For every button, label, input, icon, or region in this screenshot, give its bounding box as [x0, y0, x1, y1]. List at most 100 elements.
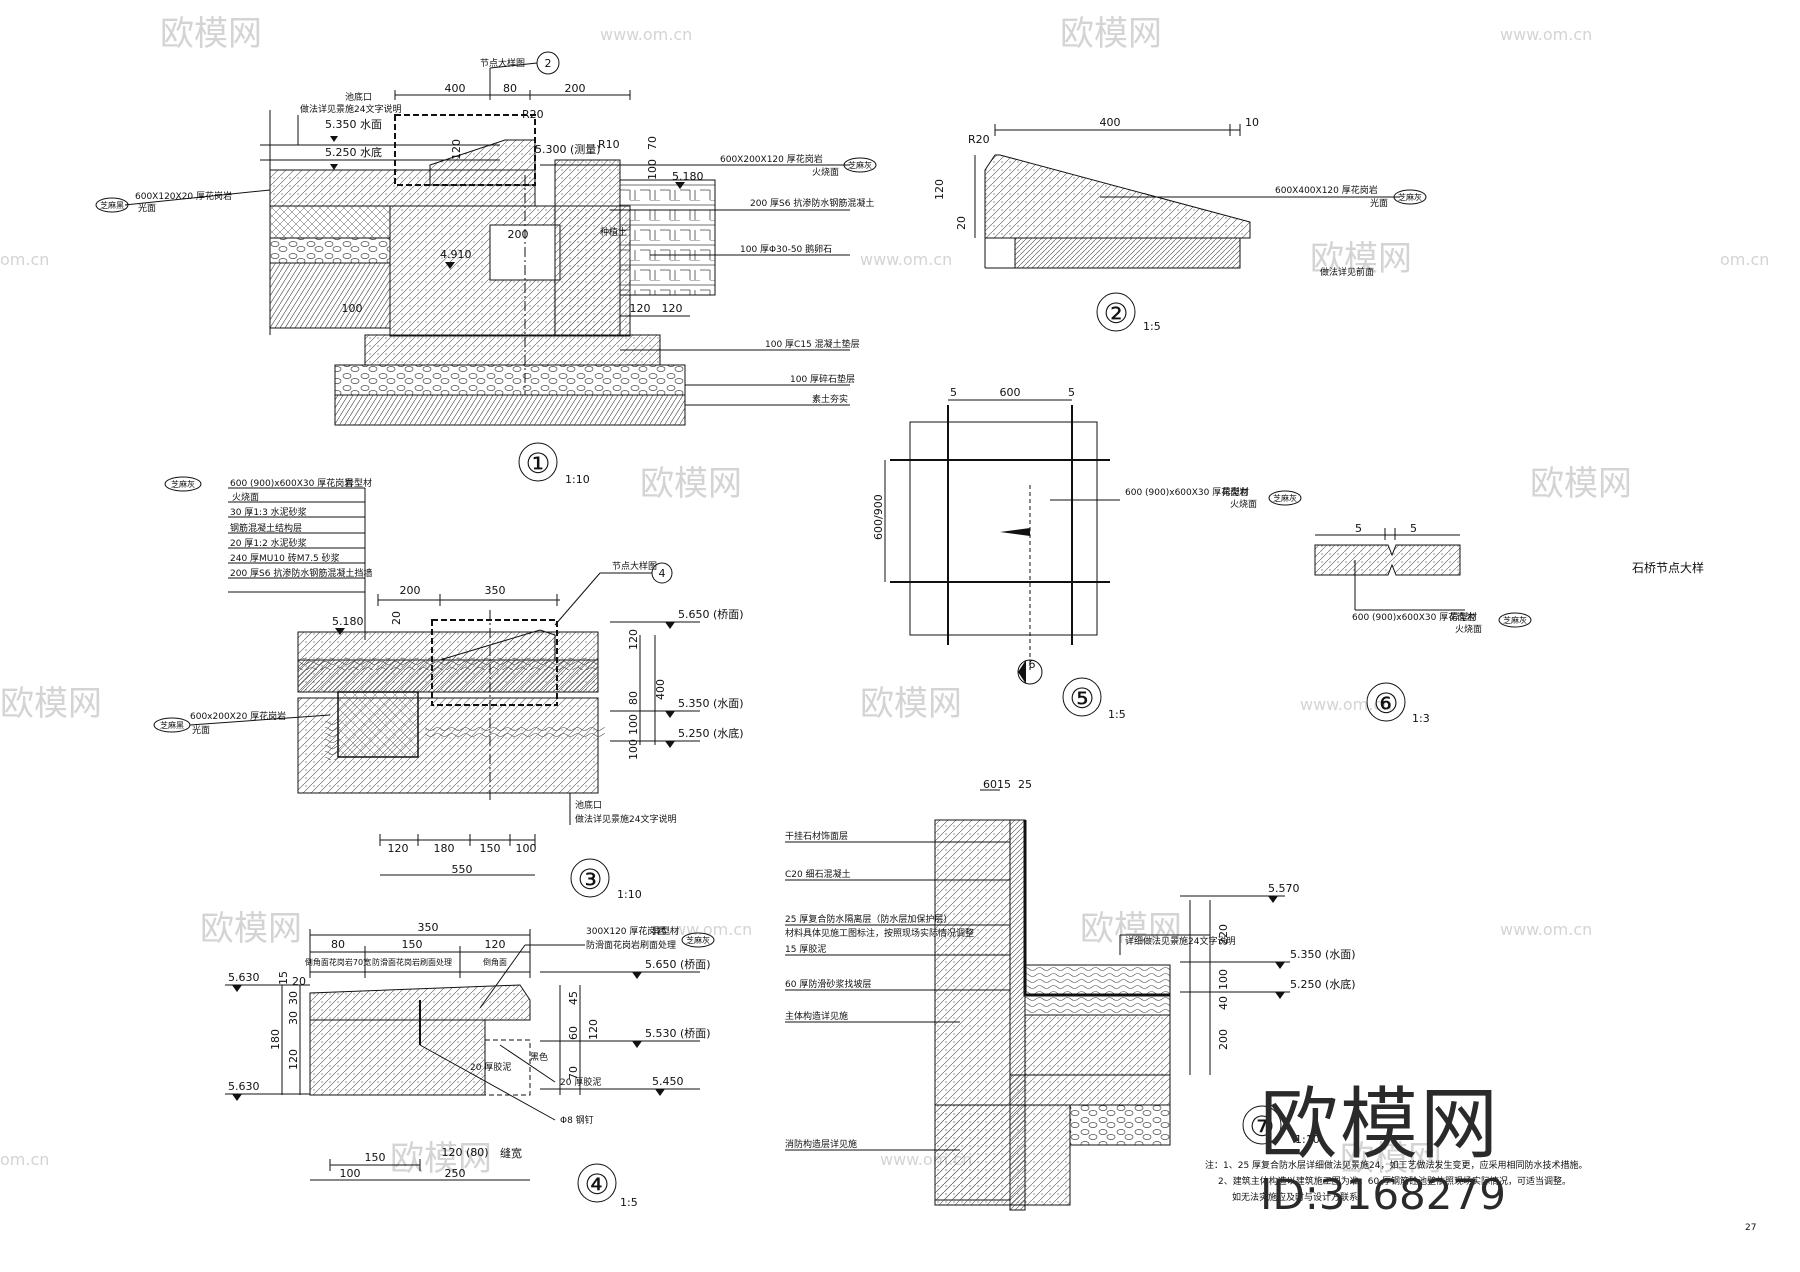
d1-note-pebble: 100 厚Φ30-50 鹅卵石	[740, 243, 832, 255]
svg-text:www.om.cn: www.om.cn	[1500, 920, 1592, 939]
detail-3: 600 (900)x600X30 厚花岗岩 火烧面 30 厚1:3 水泥砂浆 钢…	[153, 476, 744, 901]
page-number: 27	[1745, 1223, 1756, 1233]
d5-dim-4: 600/900	[872, 494, 885, 540]
d4-elev-left-bot: 5.630	[228, 1080, 260, 1093]
d6-dim-2: 5	[1410, 522, 1417, 535]
d3-note-granite: 600x200X20 厚花岗岩	[190, 710, 286, 722]
d4-elev-left-top: 5.630	[228, 971, 260, 984]
d7-dim-r-4: 200	[1217, 1029, 1230, 1050]
d1-note-granite-1: 600X120X20 厚花岗岩	[135, 190, 232, 202]
d1-elev-4910: 4.910	[440, 248, 472, 261]
d4-note-antislip: 防滑面花岗岩刷面处理	[586, 939, 676, 951]
d3-dim-b-3: 150	[480, 842, 501, 855]
svg-text:欧模网: 欧模网	[0, 684, 102, 724]
d3-dim-s-3: 100	[627, 714, 640, 735]
d3-note-face: 光面	[192, 724, 210, 736]
d6-note-type: 异型材	[1450, 611, 1477, 623]
svg-text:欧模网: 欧模网	[1310, 239, 1412, 279]
d3-layer-2: 火烧面	[232, 491, 259, 503]
d3-type: 异型材	[345, 477, 372, 489]
d7-dim-top-1: 60	[983, 778, 997, 791]
wm-6: www.om.cn	[860, 250, 952, 269]
d3-dim-s-total: 400	[654, 679, 667, 700]
d3-elev-bridge: 5.650 (桥面)	[678, 608, 744, 621]
d4-dim-l-3: 30	[287, 1011, 300, 1025]
d6-note-granite: 600 (900)x600X30 厚花岗岩	[1352, 611, 1475, 623]
d2-dim-4: 20	[955, 216, 968, 230]
d4-dim-b-word: 缝宽	[500, 1146, 522, 1160]
svg-text:欧模网: 欧模网	[1080, 909, 1182, 949]
d4-dim-r-4: 120	[587, 1019, 600, 1040]
detail-7: 60 15 25 干挂石材饰面层 C20 细石混凝土 25 厚复合防水隔离层（防…	[785, 778, 1588, 1211]
sheet-title: 石桥节点大样	[1632, 560, 1704, 575]
d7-marker: ⑦	[1249, 1110, 1274, 1143]
d4-row-3: 倒角面	[483, 957, 507, 967]
d1-dim-8: 120	[630, 302, 651, 315]
wm-17: www.om.cn	[1500, 920, 1592, 939]
wm-11: 欧模网	[0, 684, 102, 724]
svg-text:欧模网: 欧模网	[860, 684, 962, 724]
d1-elev-bottom: 5.250 水底	[325, 145, 382, 159]
d1-dim-2: 80	[503, 82, 517, 95]
d4-row-1: 倒角面花岗岩70宽	[305, 957, 371, 967]
d4-elev-bridge-2: 5.530 (桥面)	[645, 1027, 711, 1040]
d6-dim-1: 5	[1355, 522, 1362, 535]
d3-layer-3: 30 厚1:3 水泥砂浆	[230, 506, 307, 518]
d3-note-color: 芝麻黑	[160, 720, 184, 730]
d1-note-granite-2: 600X200X120 厚花岗岩	[720, 153, 823, 165]
d7-note-1: 注：1、25 厚复合防水层详细做法见景施24，如工艺做法发生变更，应采用相同防水…	[1205, 1159, 1588, 1171]
d5-note-face: 火烧面	[1230, 498, 1257, 510]
d7-dim-r-3: 40	[1217, 996, 1230, 1010]
d6-note-color: 芝麻灰	[1503, 615, 1527, 625]
d4-dim-l-6: 20	[292, 975, 306, 988]
d1-note-finish-2: 芝麻灰	[848, 160, 872, 170]
d3-elev-water: 5.350 (水面)	[678, 697, 744, 710]
d7-layer-8: 消防构造层详见施	[785, 1138, 857, 1150]
d4-note-type: 异型材	[652, 925, 679, 937]
d4-dim-r-3: 70	[567, 1066, 580, 1080]
d7-scale: 1:10	[1295, 1133, 1320, 1146]
d7-layer-5: 15 厚胶泥	[785, 943, 826, 955]
d1-note-c15: 100 厚C15 混凝土垫层	[765, 338, 860, 350]
d3-callout-no: 4	[659, 567, 666, 580]
d7-note-3: 如无法实施应及时与设计方联系。	[1232, 1191, 1367, 1203]
d3-note-nodal: 节点大样图	[612, 560, 657, 572]
wm-4: www.om.cn	[1500, 25, 1592, 44]
d4-elev-5450: 5.450	[652, 1075, 684, 1088]
d4-dim-r-1: 45	[567, 991, 580, 1005]
d4-dim-b-1: 150	[365, 1151, 386, 1164]
wm-16: 欧模网	[1080, 909, 1182, 949]
d1-dim-5: 70	[646, 136, 659, 150]
d3-dim-b-2: 180	[434, 842, 455, 855]
wm-5: om.cn	[0, 250, 49, 269]
d4-note-color: 芝麻灰	[686, 935, 710, 945]
detail-1: 400 80 200 R20 R10 120 70 100 200 120 12…	[95, 51, 877, 486]
d1-radius-1: R20	[522, 108, 544, 121]
wm-3: 欧模网	[1060, 14, 1162, 54]
d7-dim-r-1: 220	[1217, 924, 1230, 945]
d1-marker: ①	[525, 447, 550, 480]
d5-dim-2: 600	[1000, 386, 1021, 399]
d1-note-pool: 池底口	[345, 91, 372, 103]
d1-note-face-1: 光面	[138, 202, 156, 214]
d2-note-granite: 600X400X120 厚花岗岩	[1275, 184, 1378, 196]
svg-text:www.om.cn: www.om.cn	[860, 250, 952, 269]
d3-scale: 1:10	[617, 888, 642, 901]
d1-dim-7: 200	[508, 228, 529, 241]
d4-dim-b-text: 120 (80)	[441, 1146, 488, 1159]
d3-dim-s-2: 80	[627, 691, 640, 705]
d3-dim-b-1: 120	[388, 842, 409, 855]
svg-text:欧模网: 欧模网	[640, 464, 742, 504]
wm-19: 欧模网	[390, 1139, 492, 1179]
d1-dim-9: 120	[662, 302, 683, 315]
d2-dim-3: 120	[933, 179, 946, 200]
brand-id: ID:3168279	[1260, 1170, 1506, 1219]
d1-note-soil: 素土夯实	[812, 393, 848, 405]
d7-dim-top-2: 15	[997, 778, 1011, 791]
d4-scale: 1:5	[620, 1196, 638, 1209]
d3-dim-b-4: 100	[516, 842, 537, 855]
d2-note-ref: 做法详见前面	[1320, 266, 1374, 278]
d4-note-glue: 20 厚胶泥	[560, 1076, 601, 1088]
wm-8: om.cn	[1720, 250, 1769, 269]
